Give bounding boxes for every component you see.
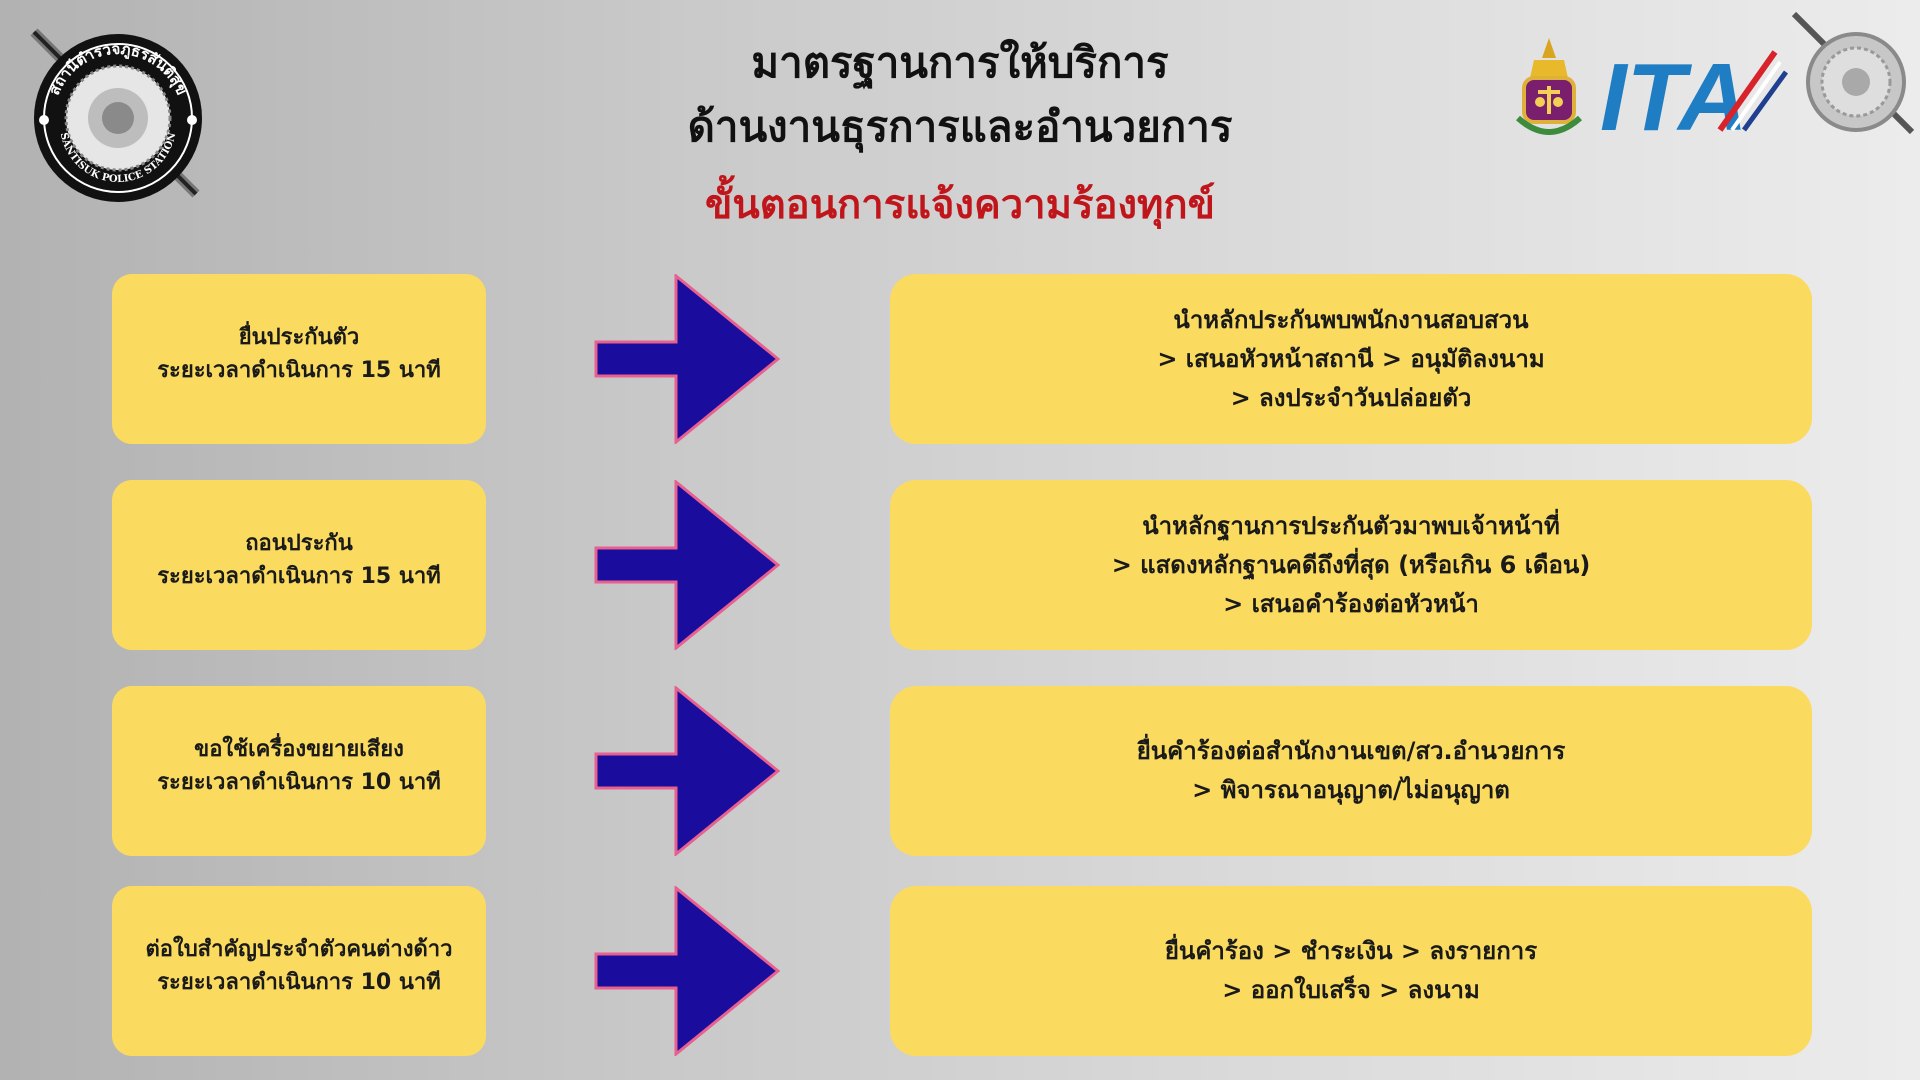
service-duration: ระยะเวลาดำเนินการ 10 นาที	[157, 970, 441, 995]
procedure-line: ยื่นคำร้อง > ชำระเงิน > ลงรายการ	[1164, 937, 1538, 965]
page-subtitle: ขั้นตอนการแจ้งความร้องทุกข์	[705, 181, 1215, 228]
procedure-line: นำหลักฐานการประกันตัวมาพบเจ้าหน้าที่	[1142, 511, 1560, 540]
procedure-line: > ออกใบเสร็จ > ลงนาม	[1222, 976, 1480, 1004]
right-arrow-icon	[594, 480, 780, 650]
service-name: ต่อใบสำคัญประจำตัวคนต่างด้าว	[145, 937, 453, 962]
right-arrow-icon	[594, 886, 780, 1056]
service-duration: ระยะเวลาดำเนินการ 10 นาที	[157, 770, 441, 795]
procedure-line: > เสนอหัวหน้าสถานี > อนุมัติลงนาม	[1157, 344, 1545, 373]
procedure-line: นำหลักประกันพบพนักงานสอบสวน	[1173, 305, 1529, 334]
service-name: ขอใช้เครื่องขยายเสียง	[194, 737, 404, 762]
ita-logo-icon: ITA	[1600, 44, 1789, 140]
procedure-line: > เสนอคำร้องต่อหัวหน้า	[1223, 589, 1479, 618]
page-title-line1: มาตรฐานการให้บริการ	[751, 38, 1169, 87]
procedure-line: > แสดงหลักฐานคดีถึงที่สุด (หรือเกิน 6 เด…	[1111, 550, 1591, 579]
police-badge-icon	[1791, 11, 1915, 135]
page-title-line2: ด้านงานธุรการและอำนวยการ	[687, 102, 1233, 151]
procedure-box-withdraw-bail: นำหลักฐานการประกันตัวมาพบเจ้าหน้าที่ > แ…	[890, 480, 1812, 650]
procedure-line: > พิจารณาอนุญาต/ไม่อนุญาต	[1192, 776, 1510, 804]
station-seal-logo: สถานีตำรวจภูธรสันติสุข SANTISUK POLICE S…	[30, 28, 202, 202]
service-box-withdraw-bail: ถอนประกัน ระยะเวลาดำเนินการ 15 นาที	[112, 480, 486, 650]
service-box-bail: ยื่นประกันตัว ระยะเวลาดำเนินการ 15 นาที	[112, 274, 486, 444]
procedure-line: ยื่นคำร้องต่อสำนักงานเขต/สว.อำนวยการ	[1136, 737, 1566, 765]
service-name: ยื่นประกันตัว	[238, 325, 360, 350]
service-box-alien-id: ต่อใบสำคัญประจำตัวคนต่างด้าว ระยะเวลาดำเ…	[112, 886, 486, 1056]
procedure-box-loudspeaker: ยื่นคำร้องต่อสำนักงานเขต/สว.อำนวยการ > พ…	[890, 686, 1812, 856]
service-duration: ระยะเวลาดำเนินการ 15 นาที	[157, 358, 441, 383]
service-name: ถอนประกัน	[245, 531, 353, 556]
right-arrow-icon	[594, 686, 780, 856]
right-arrow-icon	[594, 274, 780, 444]
procedure-line: > ลงประจำวันปล่อยตัว	[1230, 383, 1472, 412]
procedure-box-alien-id: ยื่นคำร้อง > ชำระเงิน > ลงรายการ > ออกใบ…	[890, 886, 1812, 1056]
service-box-loudspeaker: ขอใช้เครื่องขยายเสียง ระยะเวลาดำเนินการ …	[112, 686, 486, 856]
service-duration: ระยะเวลาดำเนินการ 15 นาที	[157, 564, 441, 589]
royal-emblem-icon	[1515, 38, 1583, 135]
procedure-box-bail: นำหลักประกันพบพนักงานสอบสวน > เสนอหัวหน้…	[890, 274, 1812, 444]
